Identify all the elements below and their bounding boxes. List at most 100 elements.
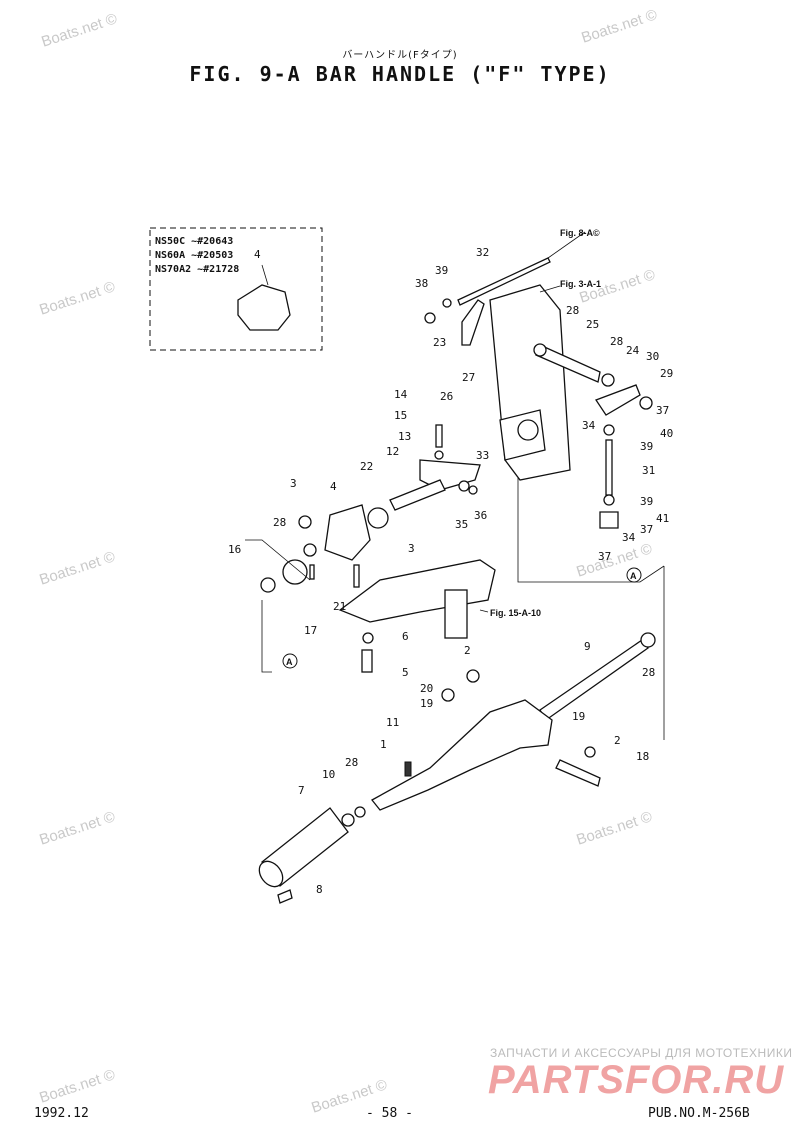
callout-number: 7 xyxy=(298,784,305,797)
inset-part-label: 4 xyxy=(254,248,261,261)
callout-number: 11 xyxy=(386,716,399,729)
callout-number: 3 xyxy=(290,477,297,490)
callout-number: 2 xyxy=(464,644,471,657)
inset-box xyxy=(149,227,323,351)
screw-8 xyxy=(277,889,293,904)
bolt-18 xyxy=(555,759,601,787)
brand-logo: PARTSFOR.RU xyxy=(488,1058,785,1102)
callout-number: 28 xyxy=(610,335,623,348)
callout-number: 12 xyxy=(386,445,399,458)
washer-28 xyxy=(354,806,366,818)
callout-number: 19 xyxy=(420,697,433,710)
callout-number: 27 xyxy=(462,371,475,384)
marker-a-label: A xyxy=(630,571,637,581)
callout-number: 20 xyxy=(420,682,433,695)
callout-number: 37 xyxy=(640,523,653,536)
control-rod-32 xyxy=(457,257,551,306)
clip-39 xyxy=(442,298,452,308)
callout-number: 39 xyxy=(435,264,448,277)
callout-number: 40 xyxy=(660,427,673,440)
callout-number: 31 xyxy=(642,464,655,477)
bolt-2 xyxy=(466,669,480,683)
callout-number: 22 xyxy=(360,460,373,473)
fig-reference: Fig. 3-A-1 xyxy=(560,279,601,289)
leader-line xyxy=(539,285,561,293)
rod-9 xyxy=(539,639,649,721)
callout-number: 34 xyxy=(622,531,636,544)
callout-number: 18 xyxy=(636,750,649,763)
callout-number: 33 xyxy=(476,449,489,462)
nut-35 xyxy=(458,480,470,492)
fig-reference: Fig. 15-A-10 xyxy=(490,608,541,618)
footer-pub: PUB.NO.M-256B xyxy=(648,1106,750,1121)
marker-a-label: A xyxy=(286,657,293,667)
joint-39b xyxy=(603,494,615,506)
callout-number: 37 xyxy=(598,550,611,563)
nut-28c xyxy=(303,543,317,557)
leader-line xyxy=(261,264,269,286)
bolt-14 xyxy=(435,424,443,448)
marker-a xyxy=(282,653,298,669)
leader-line xyxy=(261,600,272,673)
leader-line xyxy=(245,539,311,581)
callout-number: 41 xyxy=(656,512,669,525)
pin-21 xyxy=(353,564,360,588)
callout-number: 13 xyxy=(398,430,411,443)
callout-number: 26 xyxy=(440,390,453,403)
handle-bracket xyxy=(338,559,496,623)
inset-bracket xyxy=(237,284,291,331)
callout-number: 23 xyxy=(433,336,446,349)
handle-arm-1 xyxy=(371,699,553,811)
marker-a xyxy=(626,567,642,583)
link-12 xyxy=(389,479,446,511)
callout-number: 28 xyxy=(273,516,286,529)
collar-16 xyxy=(260,577,276,593)
washer-15 xyxy=(434,450,444,460)
lever-23 xyxy=(461,299,485,346)
leader-line xyxy=(517,478,665,583)
leader-line xyxy=(547,231,586,259)
callout-number: 38 xyxy=(415,277,428,290)
callout-number: 4 xyxy=(330,480,337,493)
callout-number: 32 xyxy=(476,246,489,259)
inset-line: NS60A ~#20503 xyxy=(155,250,233,261)
inset-line: NS50C ~#20643 xyxy=(155,236,233,247)
callout-number: 16 xyxy=(228,543,241,556)
callout-number: 6 xyxy=(402,630,409,643)
inset-line: NS70A2 ~#21728 xyxy=(155,264,239,275)
callout-number: 29 xyxy=(660,367,673,380)
cam-16 xyxy=(282,559,308,585)
footer-date: 1992.12 xyxy=(34,1106,89,1121)
callout-number: 3 xyxy=(408,542,415,555)
callout-number: 24 xyxy=(626,344,640,357)
callout-number: 2 xyxy=(614,734,621,747)
leader-line xyxy=(479,609,489,613)
callout-number: 9 xyxy=(584,640,591,653)
grip-end xyxy=(258,860,284,888)
joint-39 xyxy=(603,424,615,436)
callout-number: 14 xyxy=(394,388,408,401)
callout-number: 28 xyxy=(345,756,358,769)
fig-reference: Fig. 8-A© xyxy=(560,228,600,238)
page-title: FIG. 9-A BAR HANDLE ("F" TYPE) xyxy=(189,62,611,86)
callout-number: 17 xyxy=(304,624,317,637)
joint-34 xyxy=(599,511,619,529)
pin-17 xyxy=(309,564,315,580)
callout-number: 36 xyxy=(474,509,487,522)
callout-number: 37 xyxy=(656,404,669,417)
spring-22 xyxy=(367,507,389,529)
washer-29 xyxy=(639,396,653,410)
bracket-hole xyxy=(517,419,539,441)
callout-number: 39 xyxy=(640,495,653,508)
brand-tagline: ЗАПЧАСТИ И АКСЕССУАРЫ ДЛЯ МОТОТЕХНИКИ xyxy=(490,1046,793,1060)
screw-11 xyxy=(404,761,412,777)
callout-number: 15 xyxy=(394,409,407,422)
nut-3 xyxy=(298,515,312,529)
bolt-5 xyxy=(361,649,373,673)
footer-page: - 58 - xyxy=(366,1106,413,1121)
callout-number: 19 xyxy=(572,710,585,723)
bolt-2b xyxy=(584,746,596,758)
callout-number: 35 xyxy=(455,518,468,531)
